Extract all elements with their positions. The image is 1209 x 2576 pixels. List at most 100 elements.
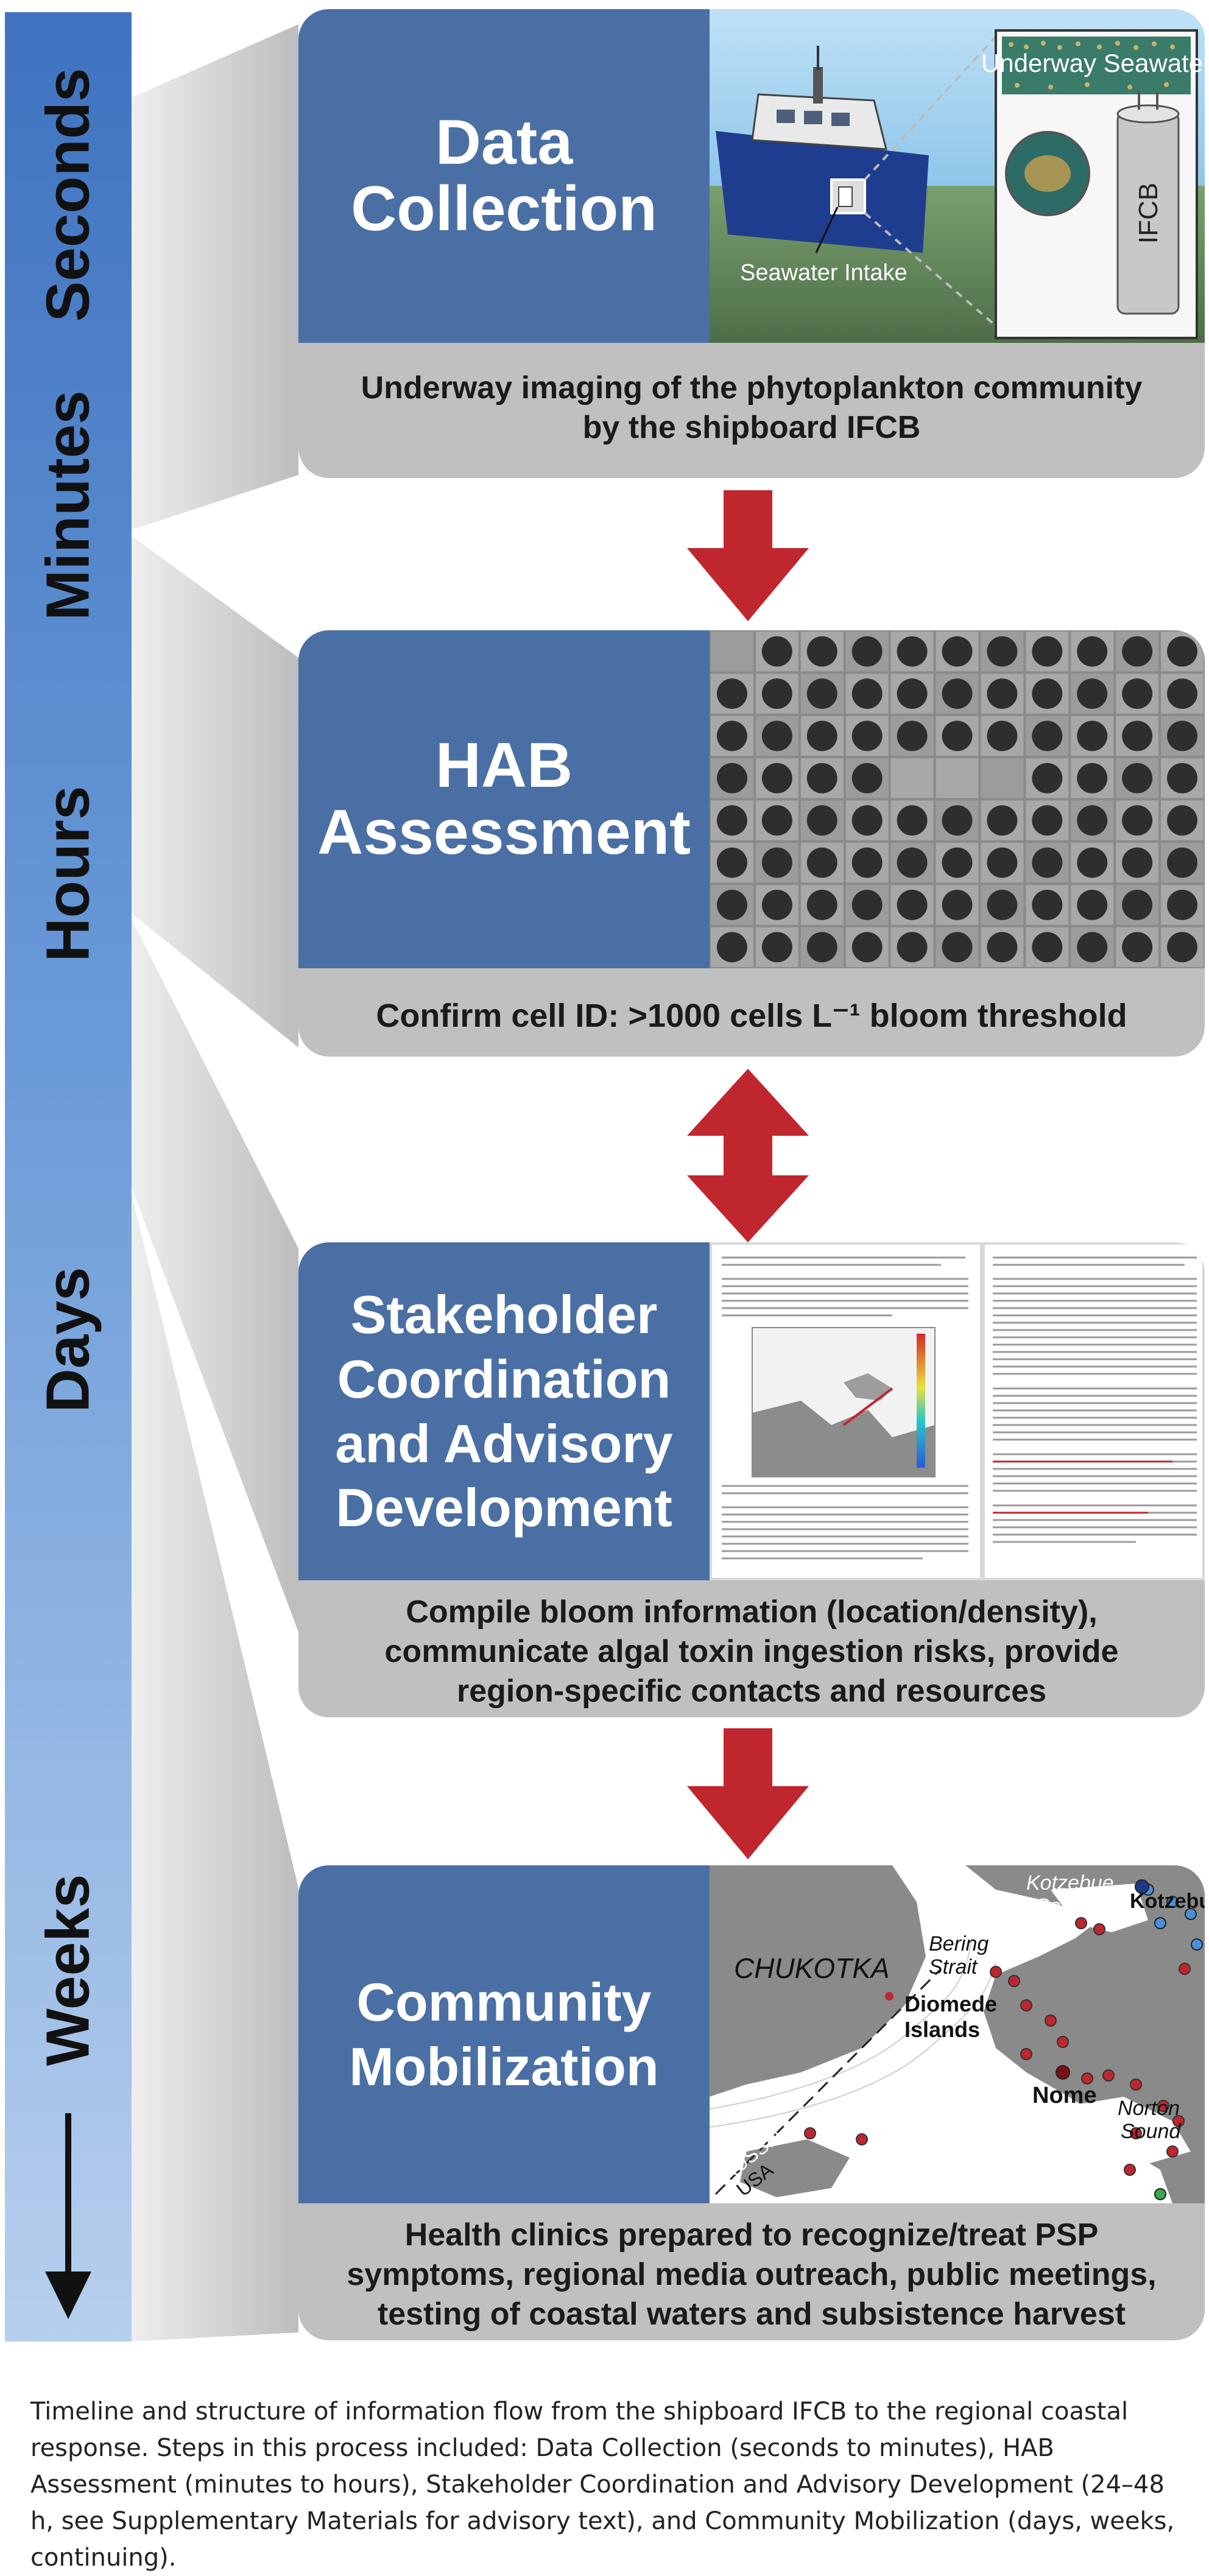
cell-image-tile [800, 800, 844, 840]
cell-image-tile [755, 800, 798, 840]
cell-image-tile [1116, 842, 1159, 883]
step-title-box: Data Collection [298, 9, 710, 343]
cell-image-tile [711, 632, 753, 672]
cell-image-tile [845, 885, 889, 925]
cell-image-tile [711, 674, 753, 714]
step-title: Community Mobilization [349, 1971, 659, 2097]
cell-image-tile [936, 842, 979, 883]
cell-image-tile [1161, 758, 1204, 798]
underway-seawater-label: Underway Seawater [981, 49, 1205, 77]
cell-image-tile [981, 885, 1024, 925]
cell-image-tile [711, 885, 753, 925]
cell-image-tile [755, 674, 798, 714]
cell-image-tile [845, 758, 889, 798]
cell-image-tile [1116, 716, 1159, 756]
cell-image-tile [981, 758, 1024, 798]
cell-image-tile [981, 800, 1024, 840]
cell-image-tile [711, 716, 753, 756]
cell-image-tile [845, 716, 889, 756]
cell-image-tile [1116, 885, 1159, 925]
cell-image-tile [1071, 800, 1114, 840]
cell-image-tile [1026, 758, 1069, 798]
cell-image-tile [800, 674, 844, 714]
cell-image-tile [1026, 885, 1069, 925]
cell-image-tile [845, 674, 889, 714]
advisory-document-preview [710, 1242, 1205, 1580]
ship-illustration: Seawater Intake Underway Seawater [710, 9, 1205, 343]
cell-image-tile [711, 927, 753, 967]
cell-image-tile [1116, 632, 1159, 672]
cell-image-tile [845, 842, 889, 883]
timeline-label-seconds: Seconds [33, 68, 102, 322]
cell-image-tile [800, 758, 844, 798]
cell-image-tile [890, 674, 934, 714]
step-title: HAB Assessment [317, 730, 691, 868]
cell-image-tile [981, 842, 1024, 883]
cell-image-tile [981, 716, 1024, 756]
cell-image-tile [1026, 632, 1069, 672]
funnel-community [132, 1194, 298, 2342]
cell-image-tile [1071, 758, 1114, 798]
cell-image-tile [1116, 927, 1159, 967]
cell-image-tile [936, 632, 979, 672]
cell-image-tile [890, 842, 934, 883]
cell-image-tile [755, 927, 798, 967]
cell-image-tile [936, 758, 979, 798]
cell-image-tile [1161, 800, 1204, 840]
step-description: Compile bloom information (location/dens… [384, 1594, 1119, 1709]
step-data-collection: Data Collection [298, 9, 1205, 478]
figure-caption: Timeline and structure of information fl… [30, 2398, 1175, 2572]
cell-image-tile [800, 927, 844, 967]
step-description: Health clinics prepared to recognize/tre… [347, 2217, 1157, 2332]
timeline-label-weeks: Weeks [33, 1874, 102, 2066]
cell-image-tile [1116, 758, 1159, 798]
step-title: Stakeholder Coordination and Advisory De… [335, 1284, 673, 1538]
timeline-label-days: Days [33, 1267, 102, 1413]
cell-image-tile [890, 927, 934, 967]
seawater-intake-label: Seawater Intake [740, 260, 908, 286]
flow-arrow-bidirectional [687, 1069, 809, 1242]
funnel-hab-assessment [132, 536, 298, 1047]
cell-image-tile [1161, 842, 1204, 883]
flow-arrow-down [687, 490, 809, 621]
cell-image-tile [936, 885, 979, 925]
cell-image-tile [800, 885, 844, 925]
timeline-bar [5, 12, 132, 2342]
timeline-label-hours: Hours [33, 786, 102, 962]
cell-image-tile [1026, 927, 1069, 967]
timeline-down-arrow [45, 2113, 91, 2319]
cell-image-tile [1071, 716, 1114, 756]
step-description: Confirm cell ID: >1000 cells L⁻¹ bloom t… [376, 998, 1127, 1034]
step-description: Underway imaging of the phytoplankton co… [361, 370, 1143, 445]
cell-image-tile [800, 842, 844, 883]
cell-image-tile [1071, 842, 1114, 883]
cell-image-tile [890, 632, 934, 672]
cell-image-tile [936, 716, 979, 756]
cell-image-tile [1071, 927, 1114, 967]
cell-image-tile [1161, 716, 1204, 756]
cell-image-tile [981, 927, 1024, 967]
cell-image-tile [800, 716, 844, 756]
cell-image-tile [845, 632, 889, 672]
cell-image-tile [1161, 674, 1204, 714]
cell-image-tile [981, 632, 1024, 672]
ifcb-cell-image-mosaic [710, 630, 1205, 968]
cell-image-tile [981, 674, 1024, 714]
cell-image-tile [1071, 674, 1114, 714]
cell-image-tile [1026, 800, 1069, 840]
cell-image-tile [711, 842, 753, 883]
cell-image-tile [755, 842, 798, 883]
cell-image-tile [1161, 927, 1204, 967]
step-hab-assessment: HAB Assessment Confirm cell ID: >1000 ce… [298, 630, 1205, 1057]
cell-image-tile [755, 716, 798, 756]
cell-image-tile [1116, 800, 1159, 840]
cell-image-tile [845, 800, 889, 840]
cell-image-tile [1026, 716, 1069, 756]
flow-arrow-down [687, 1728, 809, 1859]
cell-image-tile [936, 800, 979, 840]
cell-image-tile [711, 758, 753, 798]
